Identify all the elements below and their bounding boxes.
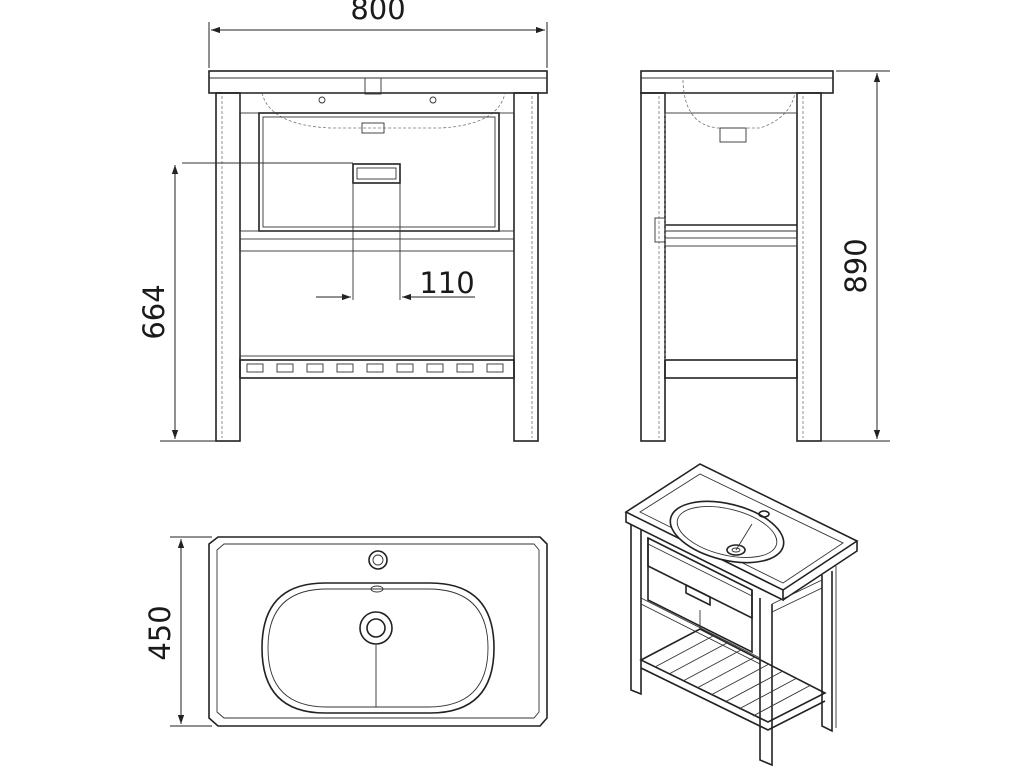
dimension-width: 800 [208,0,548,68]
dimension-total-height: 890 [821,70,890,442]
isometric-view [624,463,859,767]
top-view [208,536,548,727]
dimension-frame-height: 664 [137,165,216,442]
depth-label: 450 [143,605,177,660]
total-height-label: 890 [839,238,873,293]
side-view [640,70,834,442]
width-label: 800 [350,0,405,26]
dimension-handle-offset: 110 [316,266,475,301]
dimension-depth: 450 [143,536,212,727]
frame-height-label: 664 [137,284,171,339]
handle-offset-label: 110 [419,266,474,300]
front-view [182,70,548,442]
